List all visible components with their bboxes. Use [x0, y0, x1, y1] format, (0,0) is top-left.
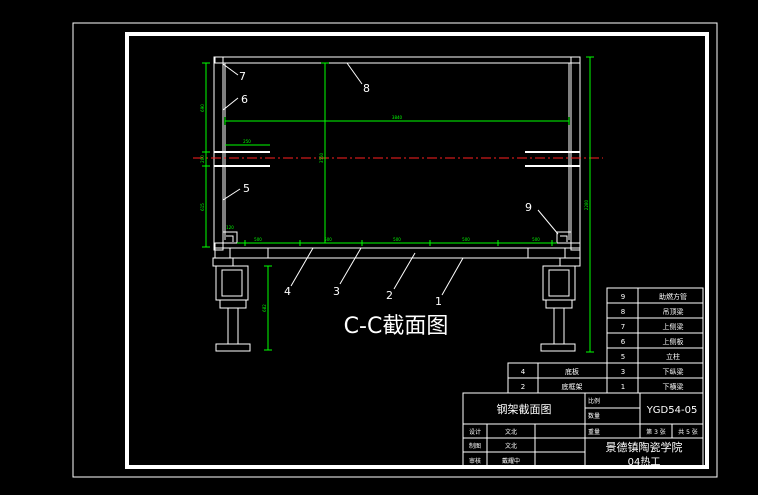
part-name-7: 上侧梁: [663, 322, 684, 331]
dim-support: 682: [262, 304, 267, 312]
dim-upper: 690: [200, 104, 205, 112]
dim-corner: 120: [226, 225, 234, 230]
dimensions: 3840 3550 2280 690 200 615 250 682 120: [200, 56, 594, 353]
reviewer-name: 戴耀中: [502, 457, 520, 465]
sheet-number: 第 3 张: [646, 428, 666, 436]
part-no-2: 2: [521, 383, 525, 391]
part-no-8: 8: [621, 308, 625, 316]
part-name-6: 上侧板: [663, 337, 684, 346]
drafter-name: 文北: [505, 442, 517, 450]
parts-list-left: 4 底板 2 底框架: [507, 362, 608, 394]
dim-spacing-3: 500: [393, 237, 401, 242]
dim-spacing-1: 500: [254, 237, 262, 242]
callout-3: 3: [333, 285, 340, 298]
part-no-3: 3: [621, 368, 625, 376]
bottom-frame: [214, 247, 581, 259]
callout-2: 2: [386, 289, 393, 302]
part-no-6: 6: [621, 338, 626, 346]
part-name-2: 底框架: [562, 382, 583, 391]
sheet-total: 共 5 张: [678, 428, 698, 436]
part-no-4: 4: [521, 368, 526, 376]
top-beam: [214, 56, 581, 64]
review-label: 审核: [469, 457, 481, 465]
dim-spacing-4: 500: [462, 237, 470, 242]
class-name: 04热工: [628, 455, 661, 468]
parts-list: 9 助燃方管 8 吊顶梁 7 上侧梁 6 上侧板 5 立柱 3 下纵梁 1 下横…: [606, 287, 704, 394]
part-name-4: 底板: [565, 367, 579, 376]
callout-4: 4: [284, 285, 291, 298]
weight-label: 重量: [588, 428, 600, 436]
dim-lower: 615: [200, 203, 205, 211]
design-label: 设计: [469, 428, 481, 436]
scale-label: 比例: [588, 397, 600, 405]
callout-9: 9: [525, 201, 532, 214]
sheet-outer-border: [72, 22, 718, 478]
callout-6: 6: [241, 93, 248, 106]
dim-span: 3840: [392, 115, 403, 120]
floor-plate: [214, 242, 581, 249]
part-name-8: 吊顶梁: [663, 307, 684, 316]
drawing-frame: [125, 32, 709, 469]
dim-total-height: 2280: [584, 199, 589, 210]
school-name: 景德镇陶瓷学院: [606, 440, 683, 454]
section-title: C-C截面图: [344, 314, 449, 339]
callout-1: 1: [435, 295, 442, 308]
quantity-label: 数量: [588, 412, 600, 420]
dim-spacing-2: 500: [324, 237, 332, 242]
left-column: [213, 56, 224, 251]
part-no-1: 1: [621, 383, 625, 391]
callout-5: 5: [243, 182, 250, 195]
title-block: 钢架截面图 比例 数量 重量 YGD54-05 第 3 张 共 5 张 设计 文…: [462, 392, 704, 468]
drawing-number: YGD54-05: [646, 405, 698, 416]
part-name-3: 下纵梁: [663, 367, 684, 376]
dim-middle: 200: [200, 155, 205, 163]
part-no-7: 7: [621, 323, 625, 331]
part-no-5: 5: [621, 353, 625, 361]
callouts: 7 6 8 5 9 4 3 2 1: [222, 62, 559, 308]
callout-7: 7: [239, 70, 246, 83]
designer-name: 文北: [505, 428, 517, 436]
part-name-5: 立柱: [666, 352, 680, 361]
dim-spacing-5: 500: [532, 237, 540, 242]
drawing-name: 钢架截面图: [497, 402, 552, 416]
part-name-9: 助燃方管: [659, 292, 687, 301]
part-name-1: 下横梁: [663, 382, 684, 391]
right-column: [570, 56, 581, 251]
part-no-9: 9: [621, 293, 625, 301]
steel-frame: [212, 56, 581, 352]
draw-label: 制图: [469, 442, 481, 450]
callout-8: 8: [363, 82, 370, 95]
dim-opening: 250: [243, 139, 251, 144]
dim-height: 3550: [319, 152, 324, 163]
